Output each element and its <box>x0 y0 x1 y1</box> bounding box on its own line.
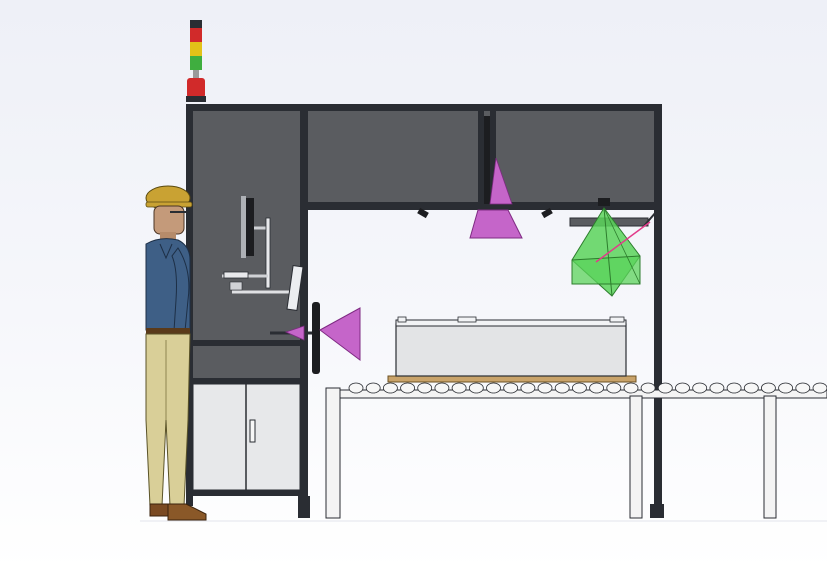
conveyor-roller <box>795 382 811 394</box>
conveyor-roller <box>486 382 501 394</box>
conveyor-roller <box>589 382 604 394</box>
camera-icon <box>312 302 320 374</box>
signal-light-green <box>190 56 202 70</box>
conveyor-table <box>325 382 827 519</box>
conveyor-roller <box>417 382 433 394</box>
monitor-icon <box>222 196 304 312</box>
signal-light-red <box>190 28 202 42</box>
top-camera-cone <box>469 209 523 239</box>
cabinet-handle <box>249 419 256 443</box>
conveyor-roller <box>623 382 639 394</box>
top-camera-cone-upper <box>489 157 513 205</box>
conveyor-roller <box>451 382 467 394</box>
signal-tower-icon <box>186 20 206 102</box>
conveyor-roller <box>400 382 416 394</box>
conveyor-roller <box>606 382 622 394</box>
signal-beacon-base <box>187 78 205 98</box>
camera-icon <box>484 116 490 204</box>
left-mid-panel <box>192 346 303 380</box>
side-camera <box>270 302 361 374</box>
conveyor-roller <box>709 382 725 394</box>
conveyor-roller <box>778 382 793 394</box>
conveyor-roller <box>692 382 708 394</box>
conveyor-roller <box>812 382 827 394</box>
conveyor-roller <box>468 382 484 394</box>
conveyor-roller <box>520 382 536 394</box>
conveyor-roller <box>761 382 776 394</box>
conveyor-roller <box>503 382 519 394</box>
conveyor-roller <box>434 382 450 394</box>
top-camera <box>417 116 553 239</box>
keyboard-tray <box>223 271 249 279</box>
conveyor-roller <box>554 382 570 394</box>
conveyor-roller <box>572 382 587 394</box>
signal-light-yellow <box>190 42 202 56</box>
conveyor-roller <box>657 382 673 394</box>
inspected-container <box>387 316 637 383</box>
conveyor-roller <box>640 382 656 394</box>
conveyor-rollers <box>348 382 827 394</box>
conveyor-roller <box>537 382 553 394</box>
conveyor-roller <box>743 382 759 394</box>
camera-icon <box>417 207 429 219</box>
conveyor-roller <box>675 382 690 394</box>
side-camera-cone <box>319 307 361 361</box>
laser-sensor-icon <box>569 198 657 297</box>
lower-cabinet <box>192 383 301 491</box>
camera-icon <box>541 207 553 219</box>
conveyor-roller <box>348 382 364 394</box>
operator-figure <box>145 185 207 521</box>
station-frame <box>186 104 664 518</box>
trousers <box>145 333 191 507</box>
conveyor-roller <box>726 382 742 394</box>
conveyor-board <box>387 375 637 383</box>
conveyor-roller <box>382 382 398 394</box>
side-screen <box>286 264 304 312</box>
conveyor-roller <box>365 382 381 394</box>
